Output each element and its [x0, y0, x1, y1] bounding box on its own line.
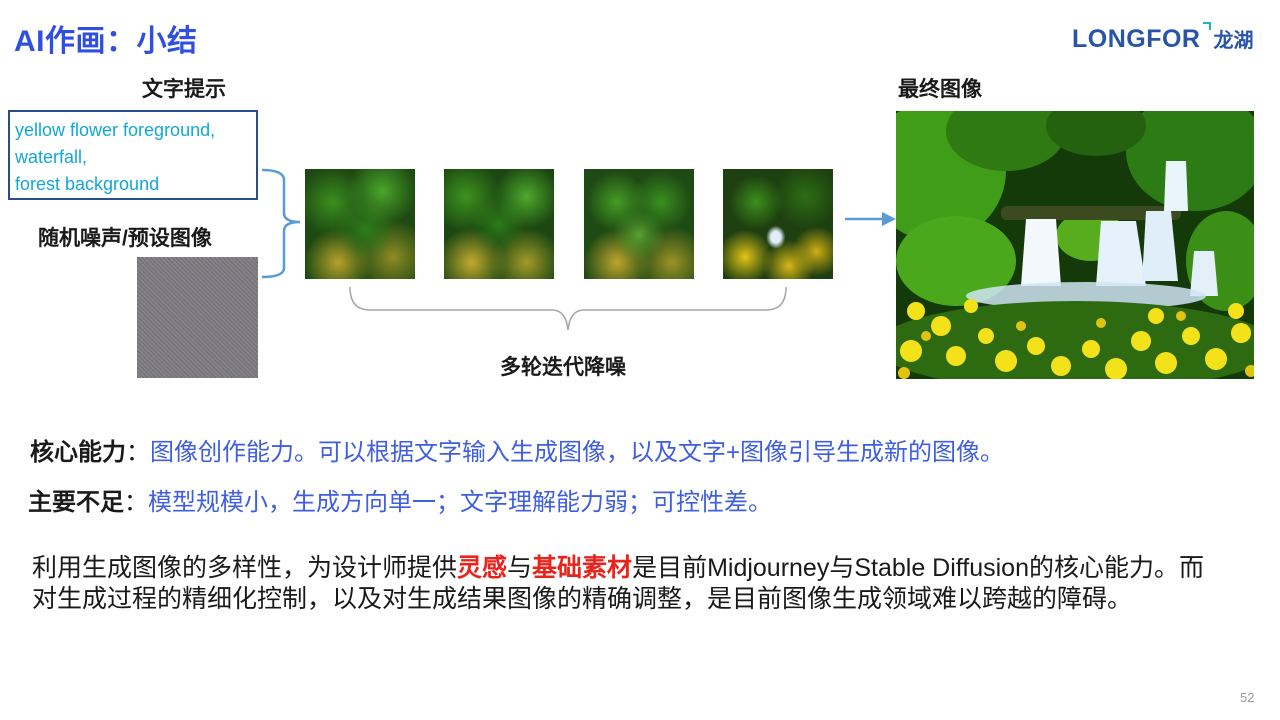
slide-title: AI作画：小结 [14, 25, 198, 58]
core-capability-label: 核心能力 [30, 439, 126, 466]
prompt-line: yellow flower foreground, [15, 120, 216, 140]
core-capability-line: 核心能力：图像创作能力。可以根据文字输入生成图像，以及文字+图像引导生成新的图像… [30, 432, 1004, 467]
final-waterfall-image [896, 111, 1254, 379]
paragraph-part-2: 与 [507, 554, 533, 582]
logo-corner-mark-icon [1202, 22, 1211, 30]
logo-text-en: LONGFOR [1072, 25, 1201, 53]
denoise-step-3-image [584, 169, 694, 279]
highlight-base-material: 基础素材 [532, 554, 633, 582]
final-image-label: 最终图像 [898, 78, 982, 101]
denoise-step-2-image [444, 169, 554, 279]
page-number: 52 [1240, 690, 1255, 705]
main-weakness-label: 主要不足 [28, 489, 124, 516]
denoise-step-1-image [305, 169, 415, 279]
text-prompt-label: 文字提示 [142, 78, 226, 101]
highlight-inspiration: 灵感 [457, 554, 508, 582]
noise-label: 随机噪声/预设图像 [38, 227, 212, 250]
colon: ： [124, 489, 148, 516]
summary-paragraph: 利用生成图像的多样性，为设计师提供灵感与基础素材是目前Midjourney与St… [32, 553, 1222, 615]
random-noise-image [137, 257, 258, 378]
main-weakness-text: 模型规模小，生成方向单一；文字理解能力弱；可控性差。 [148, 489, 772, 516]
prompt-box: yellow flower foreground, waterfall, for… [8, 110, 258, 200]
iteration-brace [349, 286, 787, 331]
paragraph-part-3: 是目前Midjourney与Stable Diffusion的核心能力。而对生成… [32, 554, 1204, 613]
colon: ： [126, 439, 150, 466]
input-bracket [261, 168, 301, 279]
denoise-step-4-image [723, 169, 833, 279]
longfor-logo: LONGFOR 龙湖 [1072, 22, 1254, 58]
prompt-line: waterfall, [15, 147, 88, 167]
iteration-label: 多轮迭代降噪 [500, 356, 626, 379]
paragraph-part-1: 利用生成图像的多样性，为设计师提供 [32, 554, 458, 582]
diagram-connectors [261, 168, 896, 331]
main-weakness-line: 主要不足：模型规模小，生成方向单一；文字理解能力弱；可控性差。 [28, 482, 772, 517]
logo-text-cn: 龙湖 [1213, 30, 1254, 52]
core-capability-text: 图像创作能力。可以根据文字输入生成图像，以及文字+图像引导生成新的图像。 [150, 439, 1005, 466]
prompt-line: forest background [15, 174, 160, 194]
arrow-right-icon [882, 212, 896, 226]
waterfall-illustration [896, 111, 1254, 379]
